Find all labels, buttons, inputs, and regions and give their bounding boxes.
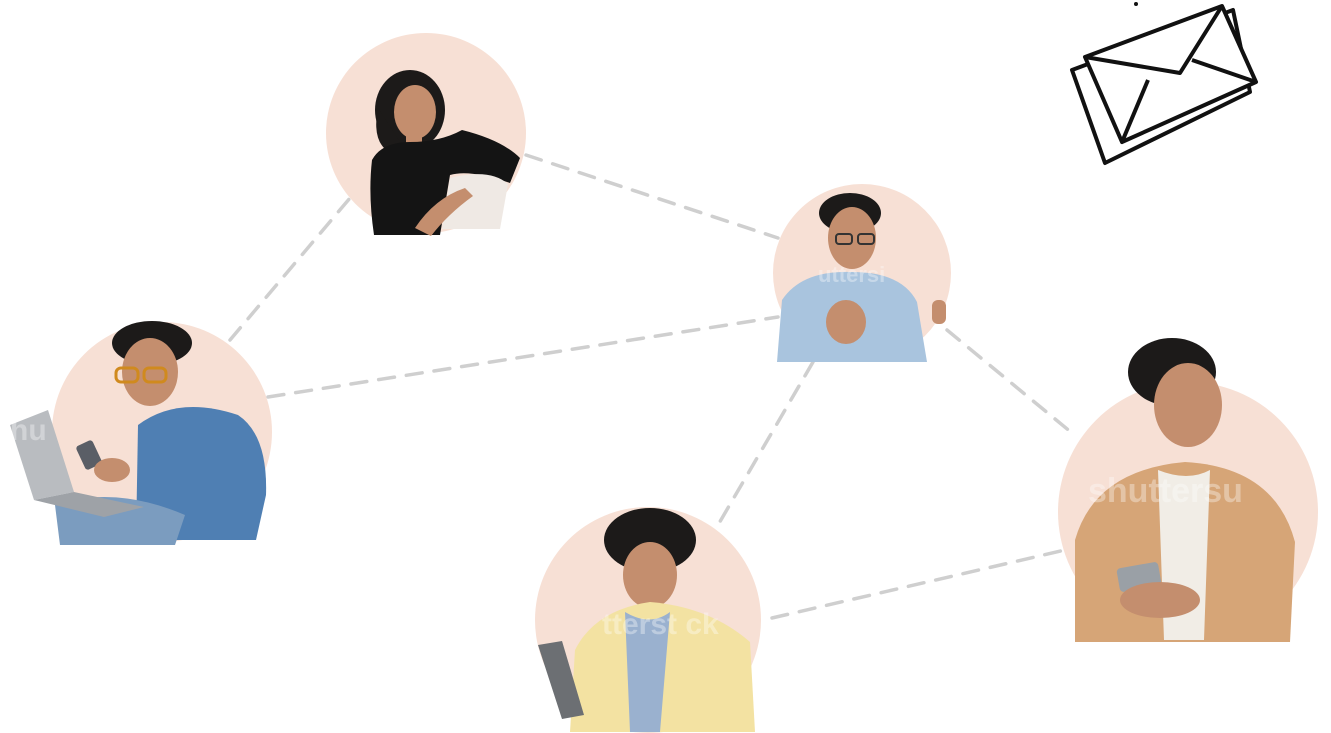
woman-knee [442, 174, 508, 229]
man-laptop-shirt [136, 407, 267, 540]
man-curly-tee [625, 612, 670, 732]
watermark-top: uttersi [818, 262, 885, 287]
connector-f [770, 548, 1067, 620]
woman-top [370, 130, 520, 235]
avatar-man-tan [1075, 338, 1295, 642]
connector-d [716, 360, 815, 527]
avatar-man-curly [538, 508, 755, 732]
watermark-mid: tterst ck [602, 608, 719, 641]
connector-e [945, 328, 1074, 435]
watermark-left: hu [10, 414, 47, 447]
avatar-woman [370, 70, 520, 236]
connector-c [266, 315, 780, 399]
envelope-icon [1070, 2, 1258, 165]
connector-b [524, 153, 780, 240]
watermark-right: shuttersu [1088, 472, 1243, 510]
connector-lines [228, 153, 1074, 620]
avatar-man-laptop [10, 321, 267, 545]
connector-a [228, 196, 352, 342]
watermarks: hu tterst ck shuttersu uttersi [10, 262, 1243, 641]
laptop [10, 410, 74, 500]
avatar-man-glasses [777, 193, 946, 362]
laptop-small [538, 641, 584, 719]
